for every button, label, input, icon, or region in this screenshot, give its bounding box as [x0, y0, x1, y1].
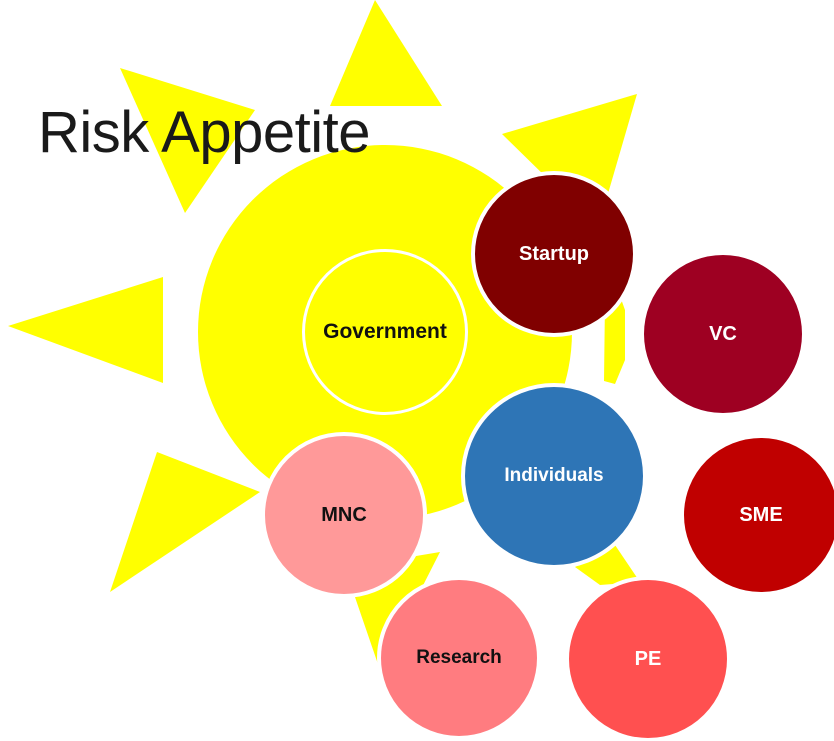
sun-ray-top — [330, 0, 442, 106]
node-research: Research — [377, 576, 541, 740]
sun-ray-right — [604, 296, 625, 384]
page-title: Risk Appetite — [38, 100, 371, 165]
sun-ray-bottom-left — [110, 452, 260, 592]
sun-ray-top-left — [120, 68, 255, 213]
node-pe: PE — [565, 576, 731, 741]
node-vc: VC — [640, 251, 806, 417]
node-sme: SME — [680, 434, 834, 596]
node-government: Government — [302, 249, 468, 415]
node-individuals: Individuals — [461, 383, 647, 569]
sun-ray-bottom-right — [575, 545, 640, 585]
node-mnc: MNC — [261, 432, 427, 598]
node-startup: Startup — [471, 171, 637, 337]
sun-ray-left — [8, 277, 163, 383]
